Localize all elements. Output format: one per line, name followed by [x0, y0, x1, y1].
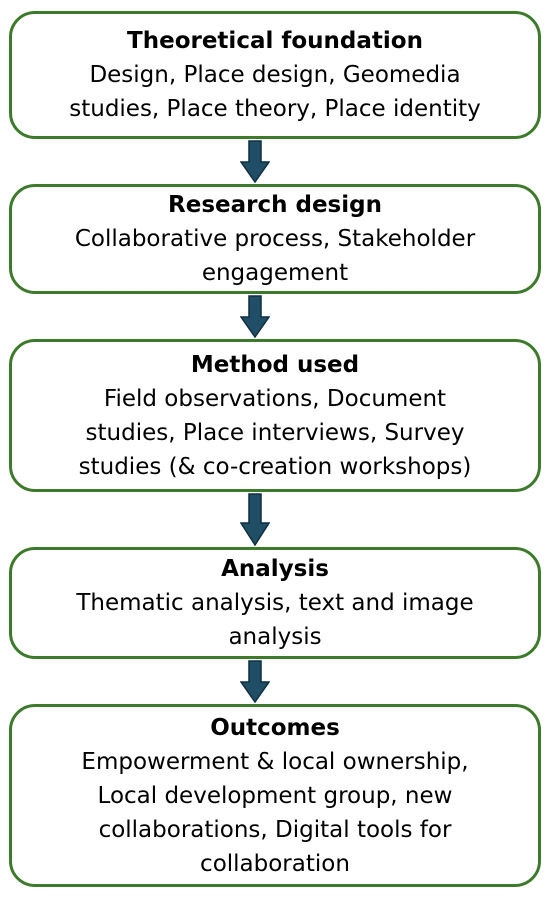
down-arrow-icon	[240, 660, 270, 703]
theoretical-foundation-line: studies, Place theory, Place identity	[69, 96, 481, 122]
analysis-line: analysis	[228, 624, 322, 650]
outcomes-title: Outcomes	[210, 714, 340, 741]
outcomes-box: Outcomes Empowerment & local ownership, …	[9, 704, 541, 887]
method-used-text: Field observations, Document studies, Pl…	[79, 382, 472, 484]
outcomes-line: collaboration	[200, 850, 350, 877]
down-arrow-icon	[240, 140, 270, 183]
method-used-line: Field observations, Document	[103, 385, 447, 412]
analysis-text: Thematic analysis, text and image analys…	[76, 586, 473, 654]
down-arrow-icon	[240, 295, 270, 338]
theoretical-foundation-line: Design, Place design, Geomedia	[89, 62, 461, 88]
research-design-title: Research design	[168, 192, 382, 218]
research-design-line: Collaborative process, Stakeholder	[74, 226, 476, 252]
theoretical-foundation-text: Design, Place design, Geomedia studies, …	[69, 58, 481, 126]
research-design-text: Collaborative process, Stakeholder engag…	[75, 222, 475, 290]
outcomes-line: Local development group, new	[97, 782, 453, 809]
method-used-title: Method used	[190, 351, 360, 378]
analysis-title: Analysis	[221, 556, 329, 582]
method-used-line: studies (& co-creation workshops)	[78, 453, 472, 480]
down-arrow-icon	[240, 493, 270, 546]
analysis-line: Thematic analysis, text and image	[76, 590, 474, 616]
outcomes-line: collaborations, Digital tools for	[98, 816, 452, 843]
research-design-box: Research design Collaborative process, S…	[9, 184, 541, 294]
method-used-box: Method used Field observations, Document…	[9, 339, 541, 492]
outcomes-line: Empowerment & local ownership,	[81, 748, 469, 775]
theoretical-foundation-title: Theoretical foundation	[127, 28, 423, 54]
outcomes-text: Empowerment & local ownership, Local dev…	[81, 745, 468, 881]
research-design-line: engagement	[201, 260, 349, 286]
theoretical-foundation-box: Theoretical foundation Design, Place des…	[9, 11, 541, 139]
method-used-line: studies, Place interviews, Survey	[85, 419, 465, 446]
analysis-box: Analysis Thematic analysis, text and ima…	[9, 547, 541, 659]
